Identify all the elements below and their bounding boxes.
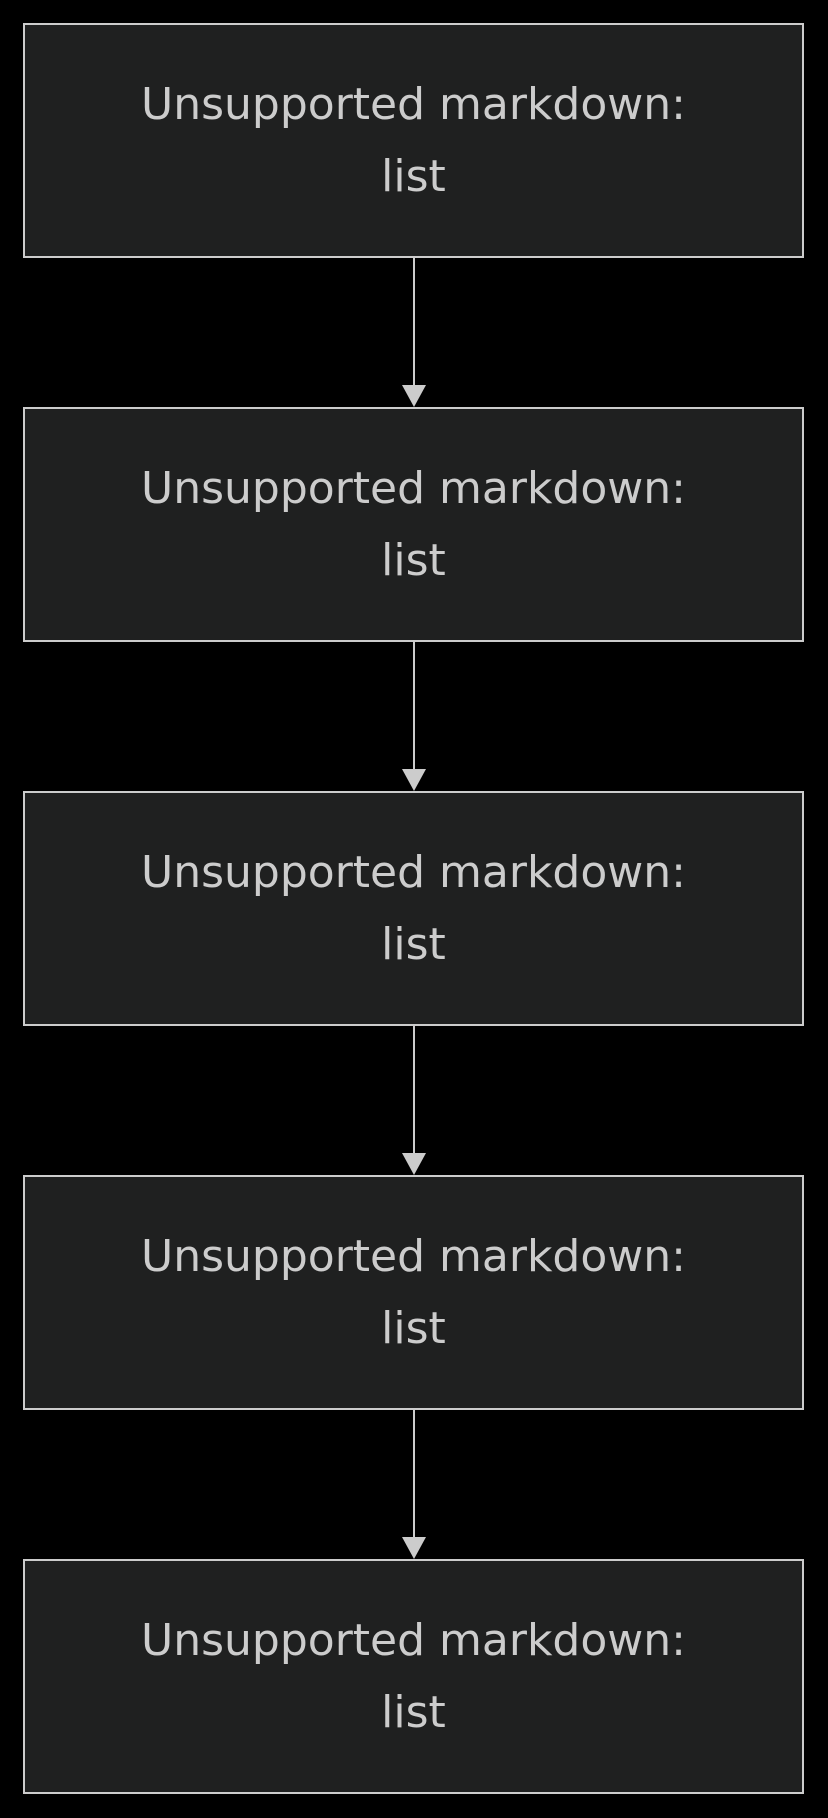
- arrowhead-icon: [402, 769, 426, 791]
- node-4: Unsupported markdown: list: [23, 1175, 804, 1410]
- node-label: Unsupported markdown: list: [141, 1230, 686, 1354]
- edge-4: [402, 1410, 426, 1559]
- node-1: Unsupported markdown: list: [23, 23, 804, 258]
- node-2: Unsupported markdown: list: [23, 407, 804, 642]
- edge-2: [402, 642, 426, 791]
- node-label: Unsupported markdown: list: [141, 78, 686, 202]
- arrowhead-icon: [402, 385, 426, 407]
- edge-1: [402, 258, 426, 407]
- node-label: Unsupported markdown: list: [141, 462, 686, 586]
- edge-3: [402, 1026, 426, 1175]
- node-5: Unsupported markdown: list: [23, 1559, 804, 1794]
- node-label: Unsupported markdown: list: [141, 846, 686, 970]
- node-label: Unsupported markdown: list: [141, 1614, 686, 1738]
- arrowhead-icon: [402, 1537, 426, 1559]
- arrowhead-icon: [402, 1153, 426, 1175]
- node-3: Unsupported markdown: list: [23, 791, 804, 1026]
